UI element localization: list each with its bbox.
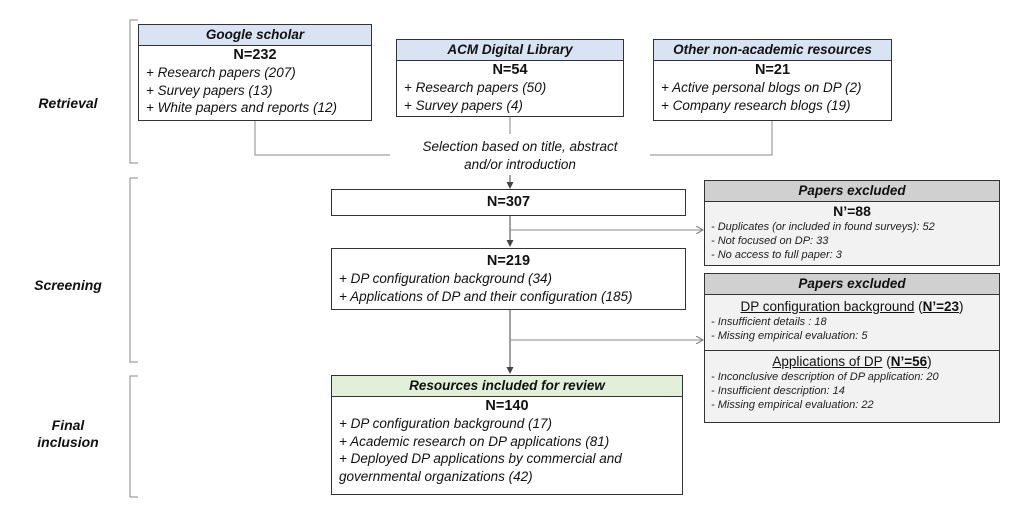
source-google-scholar: Google scholar N=232 + Research papers (…	[138, 24, 372, 121]
screening-box-307: N=307	[331, 189, 686, 216]
selection-label-line2: and/or introduction	[464, 156, 576, 172]
excluded-count: N’=88	[833, 203, 871, 219]
screening-count: N=307	[486, 194, 531, 210]
excluded-item: - Insufficient description: 14	[711, 385, 845, 397]
final-item: governmental organizations (42)	[339, 468, 533, 484]
stage-retrieval: Retrieval	[38, 95, 98, 111]
excluded-section-heading: Applications of DP (N’=56)	[705, 353, 999, 370]
excluded-item: - Insufficient details : 18	[711, 316, 827, 328]
screening-count: N=219	[486, 253, 531, 269]
section-heading-text: DP configuration background	[740, 299, 915, 314]
screening-box-219: N=219 + DP configuration background (34)…	[331, 248, 686, 310]
excluded-item: - Missing empirical evaluation: 22	[711, 399, 874, 411]
excluded-title: Papers excluded	[705, 274, 999, 295]
excluded-item: - Duplicates (or included in found surve…	[711, 221, 935, 233]
final-item: + Deployed DP applications by commercial…	[339, 451, 622, 466]
stage-final-line2: inclusion	[37, 434, 99, 450]
section-count-prefix: (	[914, 299, 923, 314]
source-item: + Active personal blogs on DP (2)	[661, 80, 862, 95]
source-title: ACM Digital Library	[397, 40, 623, 61]
excluded-title: Papers excluded	[705, 181, 999, 202]
source-title: Other non-academic resources	[654, 40, 891, 61]
source-count: N=232	[233, 47, 277, 63]
source-item: + Survey papers (13)	[146, 82, 273, 98]
section-heading-text: Applications of DP	[772, 354, 883, 369]
final-title: Resources included for review	[332, 376, 682, 397]
selection-label: Selection based on title, abstract and/o…	[390, 138, 650, 173]
source-other-non-academic: Other non-academic resources N=21 + Acti…	[653, 39, 892, 121]
section-count: N’=56	[890, 354, 928, 369]
source-acm-digital-library: ACM Digital Library N=54 + Research pape…	[396, 39, 624, 117]
retrieval-bracket	[129, 19, 138, 164]
screening-item: + Applications of DP and their configura…	[339, 288, 633, 304]
excluded-section-applications: Applications of DP (N’=56) - Inconclusiv…	[705, 351, 999, 412]
source-item: + Survey papers (4)	[404, 97, 523, 113]
final-inclusion-box: Resources included for review N=140 + DP…	[331, 375, 683, 495]
merge-line-right	[650, 121, 773, 156]
selection-label-line1: Selection based on title, abstract	[422, 139, 618, 154]
final-bracket	[129, 375, 138, 498]
excluded-box-2: Papers excluded DP configuration backgro…	[704, 273, 1000, 423]
source-item: + Research papers (50)	[404, 80, 547, 95]
source-item: + Research papers (207)	[146, 65, 296, 80]
stage-final-line1: Final	[51, 417, 85, 433]
excluded-box-1: Papers excluded N’=88 - Duplicates (or i…	[704, 180, 1000, 266]
section-count-suffix: )	[927, 354, 932, 369]
final-item: + Academic research on DP applications (…	[339, 433, 610, 449]
excluded-item: - Inconclusive description of DP applica…	[711, 371, 939, 383]
stage-final-inclusion: Final inclusion	[28, 417, 108, 451]
final-count: N=140	[485, 398, 529, 414]
screening-bracket	[129, 177, 138, 363]
merge-line-left	[254, 121, 390, 156]
section-count-prefix: (	[882, 354, 891, 369]
excluded-item: - No access to full paper: 3	[711, 249, 842, 261]
source-count: N=54	[492, 62, 528, 78]
source-item: + Company research blogs (19)	[661, 97, 851, 113]
excluded-section-heading: DP configuration background (N’=23)	[705, 298, 999, 315]
source-count: N=21	[754, 62, 791, 78]
final-item: + DP configuration background (17)	[339, 416, 553, 431]
excluded-section-dp-config: DP configuration background (N’=23) - In…	[705, 295, 999, 351]
excluded-item: - Missing empirical evaluation: 5	[711, 330, 868, 342]
source-item: + White papers and reports (12)	[146, 100, 337, 115]
section-count-suffix: )	[959, 299, 964, 314]
excluded-item: - Not focused on DP: 33	[711, 235, 829, 247]
screening-item: + DP configuration background (34)	[339, 271, 553, 286]
stage-screening: Screening	[34, 277, 102, 293]
source-title: Google scholar	[139, 25, 371, 46]
section-count: N’=23	[922, 299, 960, 314]
